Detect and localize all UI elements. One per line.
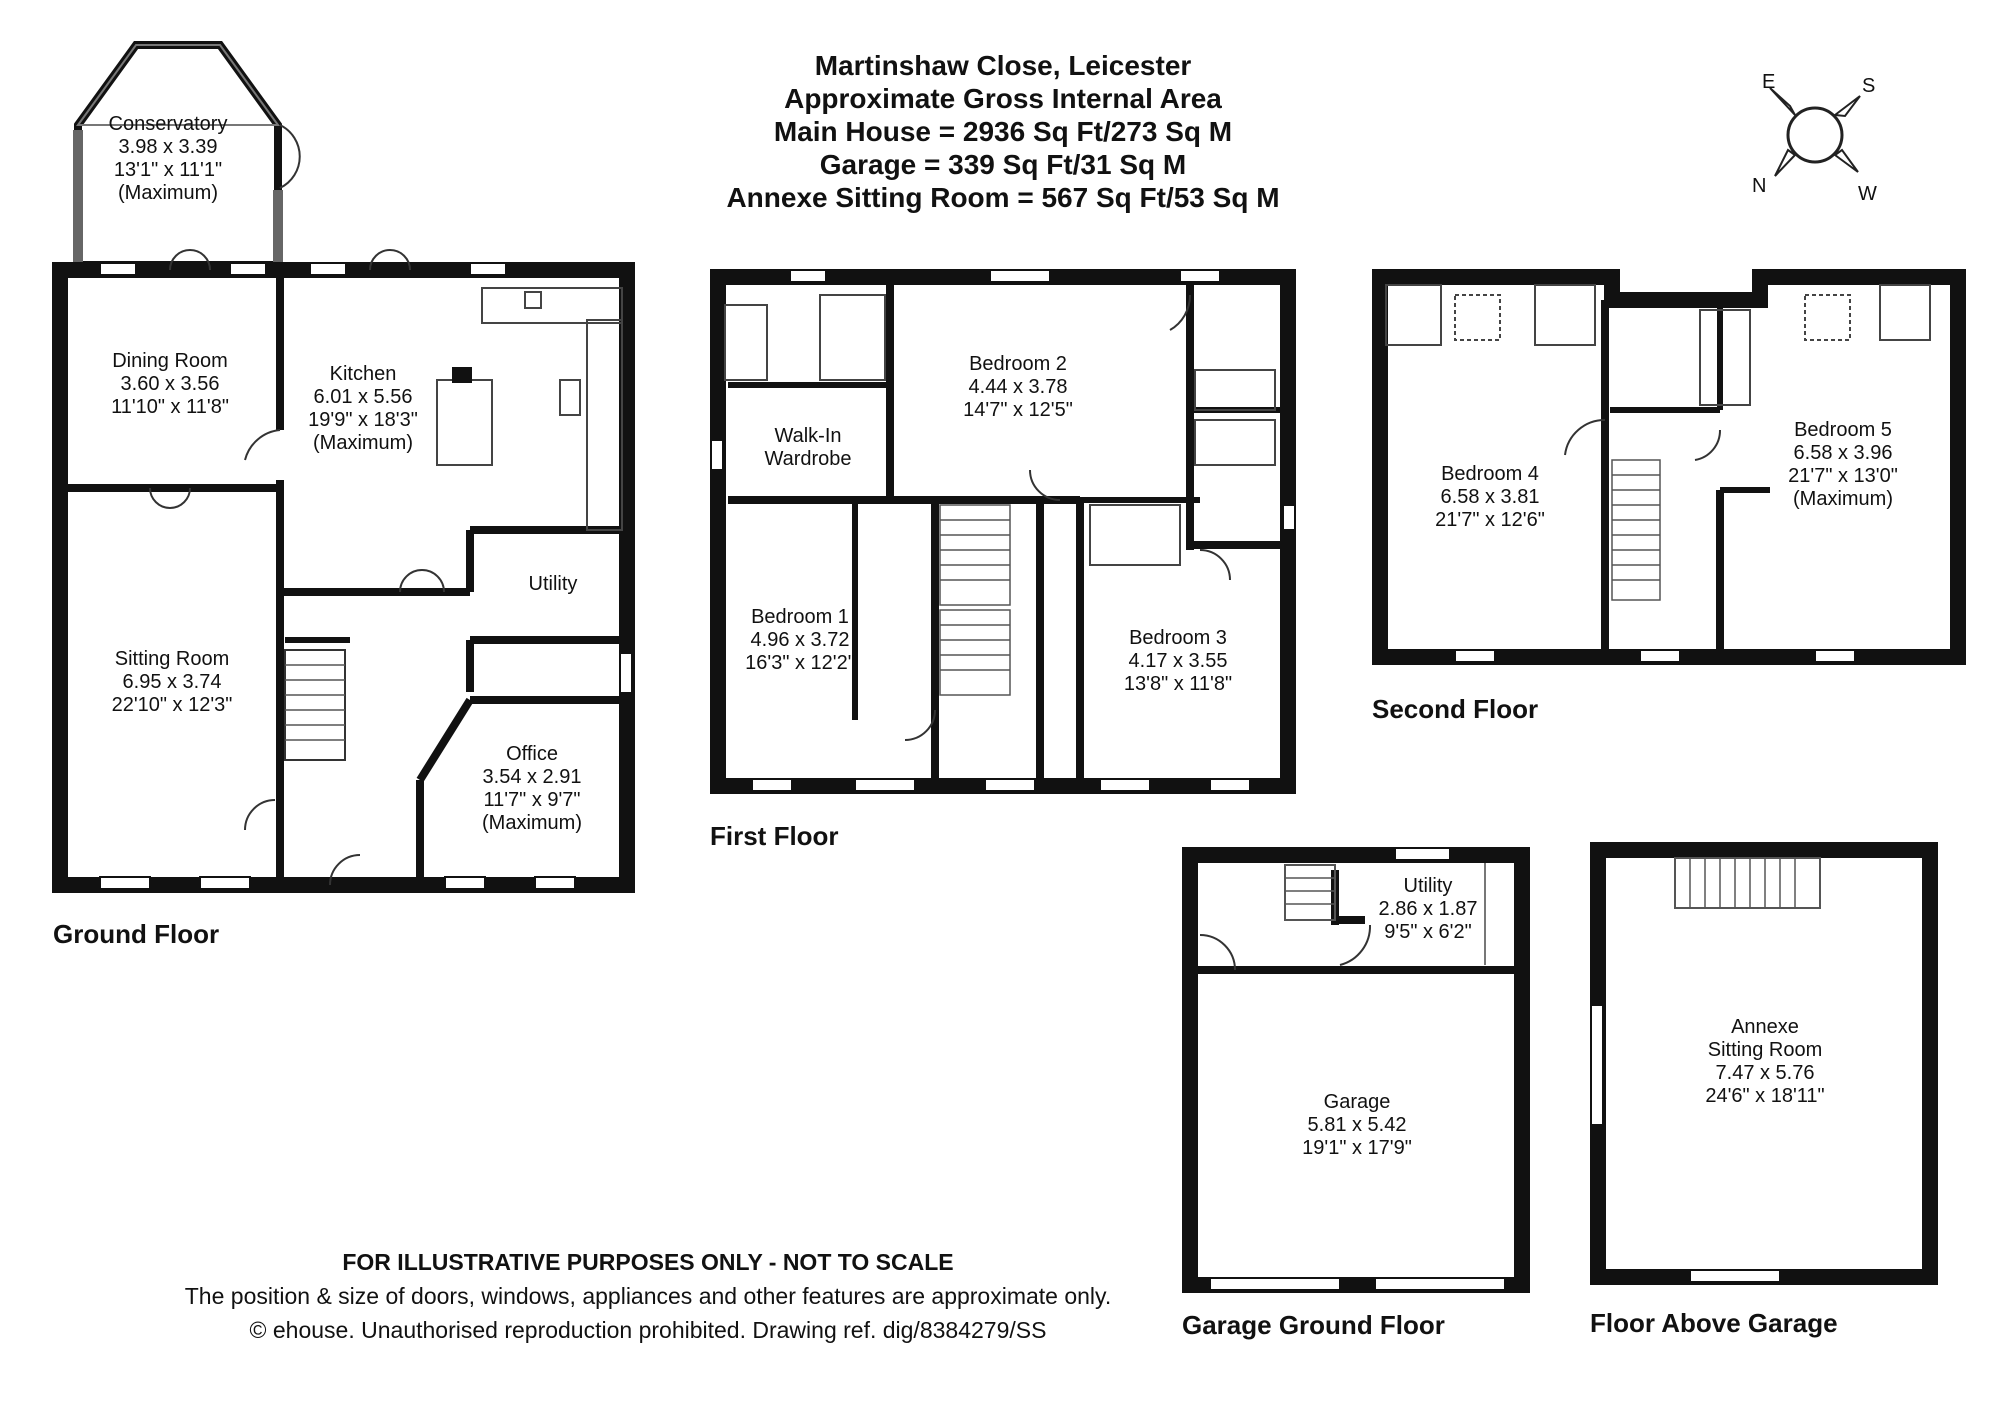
room-metric: 7.47 x 5.76 [1716,1062,1815,1084]
footer-note: The position & size of doors, windows, a… [185,1283,1111,1309]
room-imperial: 16'3" x 12'2" [745,652,855,674]
area-main-house: Main House = 2936 Sq Ft/273 Sq M [774,116,1232,147]
room-name: Bedroom 3 [1129,627,1227,649]
room-bedroom-4: Bedroom 4 6.58 x 3.81 21'7" x 12'6" [1435,463,1545,531]
room-imperial: 19'9" x 18'3" [308,409,418,431]
room-imperial: 19'1" x 17'9" [1302,1137,1412,1159]
room-name-line1: Walk-In [774,425,841,447]
disclaimer: FOR ILLUSTRATIVE PURPOSES ONLY - NOT TO … [342,1249,953,1275]
room-name: Bedroom 5 [1794,419,1892,441]
room-sitting: Sitting Room 6.95 x 3.74 22'10" x 12'3" [112,648,233,716]
room-garage-utility: Utility 2.86 x 1.87 9'5" x 6'2" [1379,875,1478,943]
garage-walls [1182,847,1530,1293]
room-metric: 6.58 x 3.81 [1441,486,1540,508]
room-imperial: 11'7" x 9'7" [483,789,580,811]
compass-n: N [1752,175,1766,197]
garage-ground-floor-plan: Utility 2.86 x 1.87 9'5" x 6'2" Garage 5… [1182,847,1530,1340]
ground-floor-plan: Conservatory 3.98 x 3.39 13'1" x 11'1" (… [52,41,635,949]
room-metric: 4.17 x 3.55 [1129,650,1228,672]
second-floor-plan: Bedroom 4 6.58 x 3.81 21'7" x 12'6" Bedr… [1372,269,1966,724]
room-metric: 4.44 x 3.78 [969,376,1068,398]
room-name: Dining Room [112,350,228,372]
room-name: Utility [529,573,578,595]
room-annexe-sitting: Annexe Sitting Room 7.47 x 5.76 24'6" x … [1705,1016,1824,1107]
compass-icon: E S N W [1752,71,1877,205]
room-metric: 2.86 x 1.87 [1379,898,1478,920]
plan-title: Martinshaw Close, Leicester [815,50,1192,81]
room-metric: 6.95 x 3.74 [123,671,222,693]
plan-subtitle: Approximate Gross Internal Area [784,83,1222,114]
room-kitchen: Kitchen 6.01 x 5.56 19'9" x 18'3" (Maxim… [308,363,418,454]
area-garage: Garage = 339 Sq Ft/31 Sq M [820,149,1186,180]
room-imperial: 22'10" x 12'3" [112,694,233,716]
room-walk-in-wardrobe: Walk-In Wardrobe [764,425,851,470]
room-note: (Maximum) [313,432,413,454]
footer: FOR ILLUSTRATIVE PURPOSES ONLY - NOT TO … [185,1249,1111,1343]
room-imperial: 21'7" x 12'6" [1435,509,1545,531]
room-imperial: 14'7" x 12'5" [963,399,1073,421]
room-note: (Maximum) [482,812,582,834]
label-floor-above-garage: Floor Above Garage [1590,1308,1838,1338]
room-name: Sitting Room [115,648,230,670]
room-imperial: 11'10" x 11'8" [111,396,229,418]
room-name: Utility [1404,875,1453,897]
label-second-floor: Second Floor [1372,694,1538,724]
room-imperial: 24'6" x 18'11" [1705,1085,1824,1107]
room-bedroom-5: Bedroom 5 6.58 x 3.96 21'7" x 13'0" (Max… [1788,419,1898,510]
room-dining: Dining Room 3.60 x 3.56 11'10" x 11'8" [111,350,229,418]
second-floor-walls [1372,269,1966,665]
room-metric: 6.58 x 3.96 [1794,442,1893,464]
room-metric: 6.01 x 5.56 [314,386,413,408]
above-garage-floor-plan: Annexe Sitting Room 7.47 x 5.76 24'6" x … [1590,842,1938,1338]
room-name: Bedroom 4 [1441,463,1539,485]
room-metric: 3.60 x 3.56 [121,373,220,395]
label-first-floor: First Floor [710,821,839,851]
room-name: Bedroom 1 [751,606,849,628]
room-name: Conservatory [109,113,228,135]
room-name-line1: Annexe [1731,1016,1799,1038]
room-metric: 3.98 x 3.39 [119,136,218,158]
room-metric: 5.81 x 5.42 [1308,1114,1407,1136]
room-imperial: 9'5" x 6'2" [1384,921,1471,943]
room-name: Office [506,743,558,765]
area-annexe: Annexe Sitting Room = 567 Sq Ft/53 Sq M [726,182,1279,213]
room-metric: 4.96 x 3.72 [751,629,850,651]
copyright: © ehouse. Unauthorised reproduction proh… [250,1317,1047,1343]
room-note: (Maximum) [1793,488,1893,510]
room-name-line2: Wardrobe [764,448,851,470]
room-conservatory: Conservatory 3.98 x 3.39 13'1" x 11'1" (… [109,113,228,204]
room-name: Garage [1324,1091,1391,1113]
label-garage-ground-floor: Garage Ground Floor [1182,1310,1445,1340]
room-imperial: 13'1" x 11'1" [114,159,222,181]
room-note: (Maximum) [118,182,218,204]
room-bedroom-2: Bedroom 2 4.44 x 3.78 14'7" x 12'5" [963,353,1073,421]
first-floor-plan: Walk-In Wardrobe Bedroom 2 4.44 x 3.78 1… [710,269,1296,851]
label-ground-floor: Ground Floor [53,919,219,949]
room-imperial: 13'8" x 11'8" [1124,673,1232,695]
header: Martinshaw Close, Leicester Approximate … [726,50,1279,213]
room-metric: 3.54 x 2.91 [483,766,582,788]
room-name: Kitchen [330,363,397,385]
room-bedroom-1: Bedroom 1 4.96 x 3.72 16'3" x 12'2" [745,606,855,674]
compass-w: W [1858,183,1877,205]
compass-e: E [1762,71,1775,93]
room-name: Bedroom 2 [969,353,1067,375]
compass-s: S [1862,75,1875,97]
room-office: Office 3.54 x 2.91 11'7" x 9'7" (Maximum… [482,743,582,834]
room-bedroom-3: Bedroom 3 4.17 x 3.55 13'8" x 11'8" [1124,627,1232,695]
room-utility: Utility [529,573,578,595]
room-name-line2: Sitting Room [1708,1039,1823,1061]
room-garage: Garage 5.81 x 5.42 19'1" x 17'9" [1302,1091,1412,1159]
room-imperial: 21'7" x 13'0" [1788,465,1898,487]
